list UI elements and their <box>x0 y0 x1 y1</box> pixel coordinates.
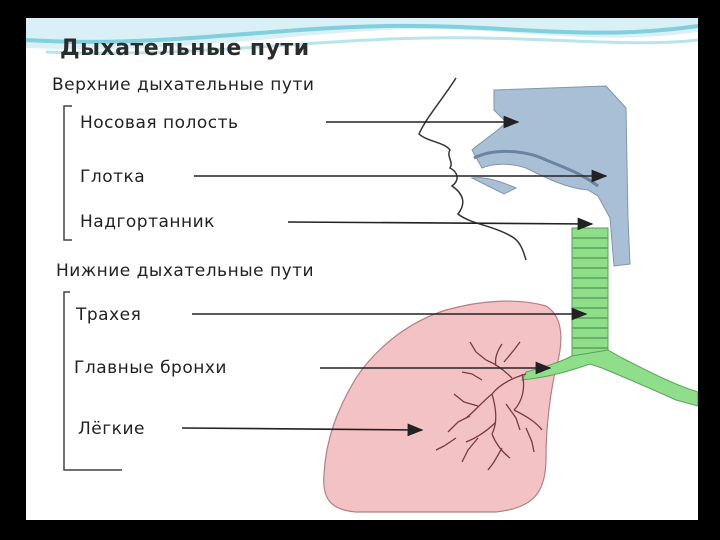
face-profile <box>418 77 527 261</box>
lung-shape <box>323 300 562 513</box>
label-main-bronchi: Главные бронхи <box>74 358 227 378</box>
trachea-shape <box>571 227 609 365</box>
arrow-lungs <box>181 423 424 437</box>
lower-bracket <box>63 291 122 471</box>
respiratory-diagram <box>63 77 698 513</box>
pharynx-lower <box>470 177 518 195</box>
label-nasal-cavity: Носовая полость <box>80 113 239 133</box>
label-pharynx: Глотка <box>80 167 146 187</box>
slide: Дыхательные пути Верхние дыхательные пут… <box>26 18 698 520</box>
page-title: Дыхательные пути <box>60 36 310 61</box>
upper-bracket <box>63 105 72 241</box>
upper-airways-heading: Верхние дыхательные пути <box>52 75 315 95</box>
decorative-swoosh <box>26 18 698 55</box>
arrow-epiglottis <box>287 217 594 231</box>
label-trachea: Трахея <box>76 305 142 325</box>
label-epiglottis: Надгортанник <box>80 212 215 232</box>
lower-airways-heading: Нижние дыхательные пути <box>56 261 315 281</box>
label-lungs: Лёгкие <box>78 419 145 439</box>
bronchi-shape <box>521 349 698 407</box>
bronchial-tree <box>435 341 543 471</box>
